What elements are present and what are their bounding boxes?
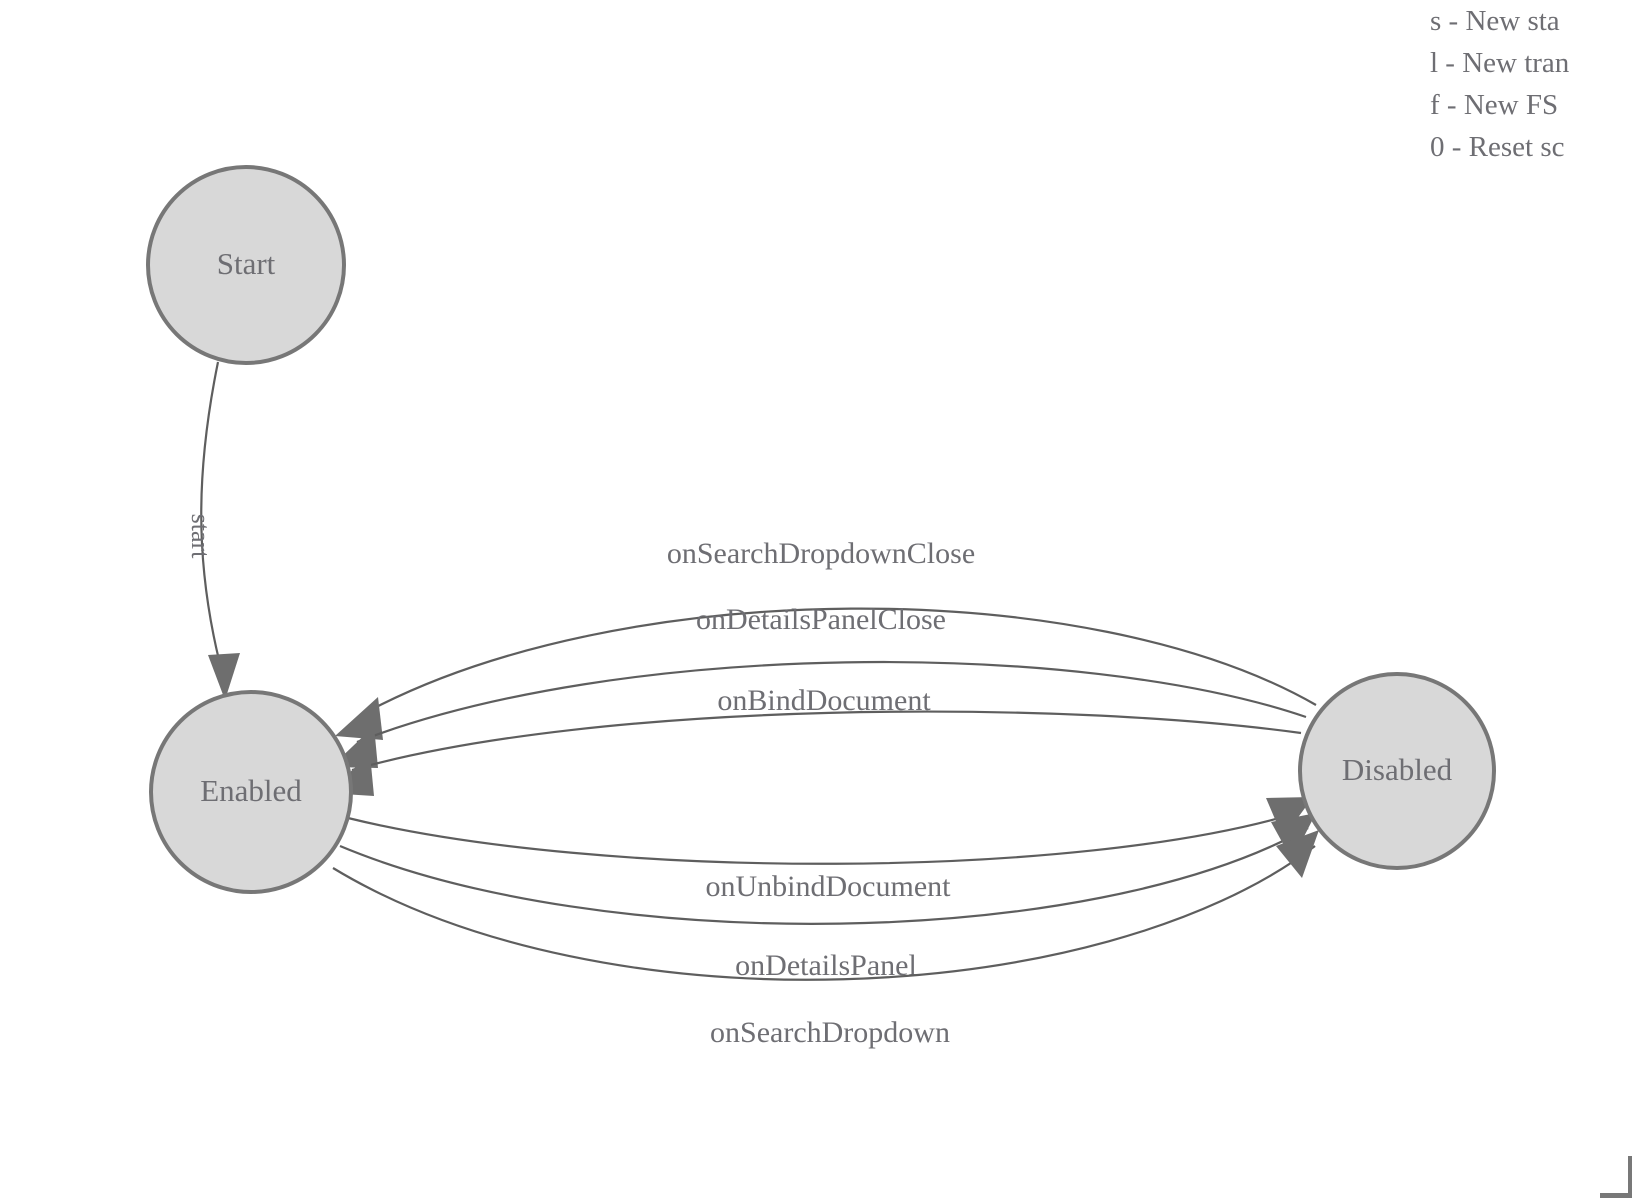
- edge-path-onsearchdropdown: [332, 845, 1316, 981]
- edge-start-to-enabled[interactable]: start: [186, 361, 240, 700]
- edge-label-ondetailspanelclose: onDetailsPanelClose: [696, 603, 946, 636]
- edge-path-start: [200, 361, 221, 661]
- edge-arrowhead-start: [208, 653, 240, 700]
- node-start[interactable]: Start: [146, 165, 346, 365]
- edge-label-start: start: [186, 514, 215, 560]
- edge-path-ondetailspanelclose: [356, 660, 1307, 744]
- edge-arrowhead-onsearchdropdownclose: [335, 697, 383, 740]
- edge-arrowhead-ondetailspanel: [1271, 813, 1316, 860]
- edge-label-onbinddocument: onBindDocument: [717, 684, 931, 717]
- vertical-scrollbar[interactable]: [1628, 1156, 1632, 1198]
- edge-disabled-to-enabled-searchdropdownclose[interactable]: onSearchDropdownClose: [335, 537, 1317, 740]
- node-start-circle[interactable]: [146, 165, 346, 365]
- node-disabled-label: Disabled: [1342, 752, 1453, 787]
- edge-path-onsearchdropdownclose: [362, 607, 1317, 715]
- node-start-label: Start: [217, 246, 276, 281]
- edge-path-ondetailspanel: [339, 827, 1309, 925]
- node-enabled[interactable]: Enabled: [149, 690, 353, 894]
- node-enabled-label: Enabled: [200, 773, 302, 808]
- edge-path-onunbinddocument: [347, 810, 1301, 865]
- horizontal-scrollbar[interactable]: [1600, 1193, 1630, 1198]
- edge-label-onsearchdropdown: onSearchDropdown: [710, 1016, 950, 1049]
- edge-arrowhead-onsearchdropdown: [1276, 830, 1319, 878]
- node-enabled-circle[interactable]: [149, 690, 353, 894]
- edge-disabled-to-enabled-binddocument[interactable]: onBindDocument: [327, 684, 1302, 796]
- edge-path-onbinddocument: [351, 710, 1302, 772]
- edge-arrowhead-onunbinddocument: [1266, 797, 1313, 838]
- edge-label-onunbinddocument: onUnbindDocument: [706, 870, 952, 903]
- node-disabled[interactable]: Disabled: [1298, 672, 1496, 870]
- edge-label-onsearchdropdownclose: onSearchDropdownClose: [667, 537, 975, 570]
- node-disabled-circle[interactable]: [1298, 672, 1496, 870]
- edge-enabled-to-disabled-unbinddocument[interactable]: onUnbindDocument: [347, 797, 1313, 903]
- edge-enabled-to-disabled-searchdropdown[interactable]: onSearchDropdown: [332, 830, 1319, 1049]
